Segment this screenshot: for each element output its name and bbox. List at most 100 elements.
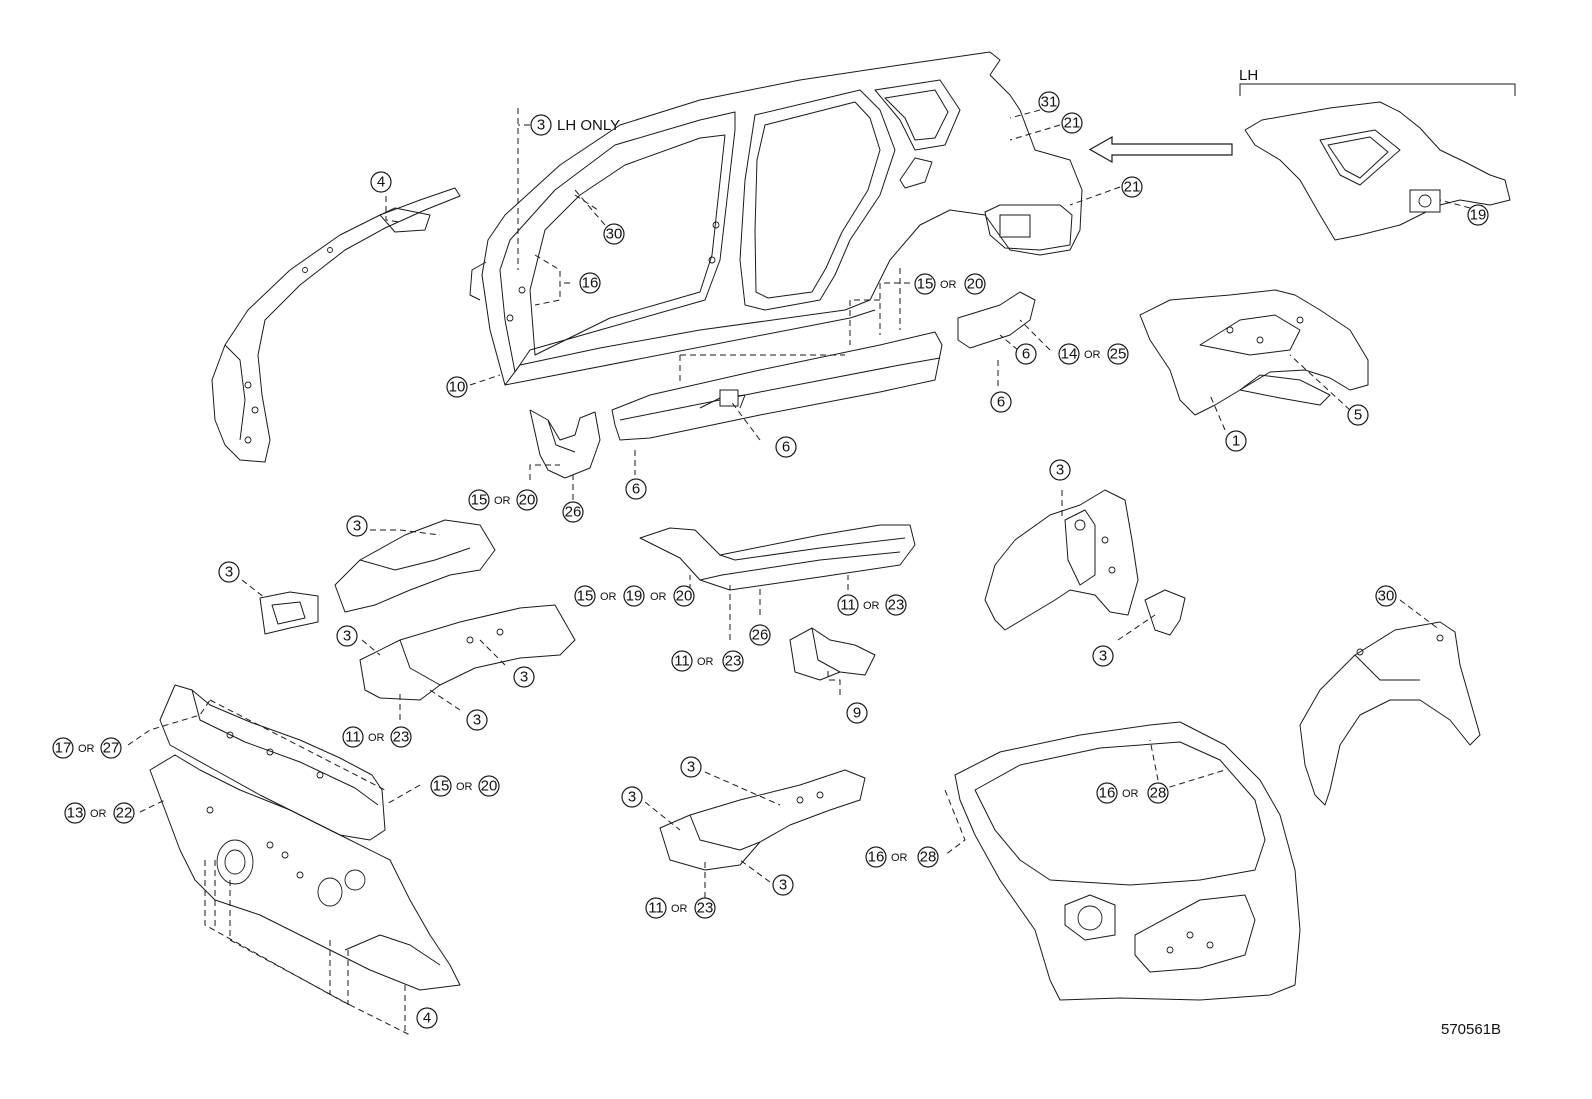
callout-11-crossmember-right: 11 [837,594,859,616]
callout-3-lh-only: 3 [530,114,552,136]
or-label: OR [697,656,714,668]
callout-15-crossmember: 15 [574,585,596,607]
or-label: OR [494,495,511,507]
back-door-liftgate [954,721,1301,1001]
svg-text:15: 15 [433,778,450,795]
or-label: OR [891,852,908,864]
svg-text:23: 23 [725,653,742,670]
svg-text:22: 22 [116,805,133,822]
callout-19-lh: 19 [1467,204,1489,226]
callout-26-brace: 26 [562,501,584,523]
lh-quarter-panel-inset [1244,101,1511,241]
callout-3-member-lower-mid: 3 [513,666,535,688]
svg-text:28: 28 [1150,785,1167,802]
svg-text:20: 20 [519,492,536,509]
callout-20-cowl: 20 [478,775,500,797]
svg-text:21: 21 [1124,179,1141,196]
front-side-member-lower [359,604,576,701]
callout-10: 10 [446,376,468,398]
svg-text:16: 16 [868,849,885,866]
callout-11-crossmember: 11 [671,650,693,672]
svg-text:3: 3 [473,712,481,729]
svg-text:3: 3 [779,877,787,894]
callout-3-member-lower: 3 [336,625,358,647]
svg-text:31: 31 [1041,94,1058,111]
or-label: OR [650,591,667,603]
svg-text:23: 23 [393,729,410,746]
svg-text:27: 27 [103,740,120,757]
callout-16-liftgate-side: 16 [865,846,887,868]
lh-only-label: LH ONLY [557,117,620,134]
svg-text:20: 20 [481,778,498,795]
or-label: OR [456,781,473,793]
or-label: OR [600,591,617,603]
callout-15-top: 15 [914,273,936,295]
wheelhouse-bracket [1144,589,1186,636]
callout-19-crossmember: 19 [623,585,645,607]
callout-3-rear-member-right: 3 [772,874,794,896]
svg-text:10: 10 [449,379,466,396]
callout-4-bottom: 4 [416,1007,438,1029]
svg-text:17: 17 [55,740,72,757]
rear-wheelhouse-outer-lower [1299,621,1481,806]
svg-text:11: 11 [840,597,856,614]
callout-5: 5 [1347,404,1369,426]
callout-21-lower: 21 [1121,176,1143,198]
rear-wheelhouse-outer [1139,289,1369,416]
svg-text:11: 11 [674,653,690,670]
svg-text:9: 9 [853,705,861,722]
callout-3-wheelhouse-inner: 3 [1049,459,1071,481]
svg-text:13: 13 [67,805,84,822]
svg-text:6: 6 [997,394,1005,411]
or-label: OR [368,732,385,744]
callout-13: 13 [64,802,86,824]
callout-23-rear-member: 23 [694,897,716,919]
callout-30-wheelhouse: 30 [1375,585,1397,607]
callout-23-crossmember-right: 23 [885,594,907,616]
svg-text:20: 20 [676,588,693,605]
svg-text:20: 20 [967,276,984,293]
callout-27: 27 [100,737,122,759]
figure-code: 570561B [1441,1021,1501,1038]
callout-25: 25 [1107,343,1129,365]
front-pillar-rail [211,187,461,463]
callout-6-sill-ext-lower: 6 [990,391,1012,413]
svg-text:16: 16 [582,275,599,292]
svg-text:4: 4 [423,1010,431,1027]
svg-text:14: 14 [1061,346,1078,363]
svg-text:26: 26 [752,627,769,644]
callout-3-wheelhouse-bracket: 3 [1092,645,1114,667]
callout-28-liftgate-side: 28 [917,846,939,868]
svg-text:15: 15 [917,276,934,293]
or-label: OR [1084,349,1101,361]
svg-text:25: 25 [1110,346,1127,363]
callout-23-crossmember: 23 [722,650,744,672]
leader-lines [127,108,1471,1036]
svg-text:11: 11 [648,900,664,917]
svg-text:3: 3 [520,669,528,686]
callout-15-brace: 15 [468,489,490,511]
callout-11-rear-member: 11 [645,897,667,919]
callout-14: 14 [1058,343,1080,365]
callout-26-crossmember: 26 [749,624,771,646]
svg-text:5: 5 [1354,407,1362,424]
tunnel-bracket [789,627,876,681]
callout-17: 17 [52,737,74,759]
svg-text:21: 21 [1064,115,1081,132]
or-label: OR [1122,788,1139,800]
or-label: OR [90,808,107,820]
reinforcement-plate [259,591,319,635]
callout-3-member-lower-end: 3 [466,709,488,731]
svg-text:4: 4 [377,174,385,191]
svg-text:15: 15 [577,588,594,605]
svg-text:3: 3 [628,789,636,806]
callout-23-member: 23 [390,726,412,748]
callout-16-liftgate-top: 16 [1096,782,1118,804]
svg-text:3: 3 [687,759,695,776]
dash-panel [149,754,461,991]
or-label: OR [671,903,688,915]
callout-6-rocker-end: 6 [625,478,647,500]
floor-crossmember [639,524,916,591]
